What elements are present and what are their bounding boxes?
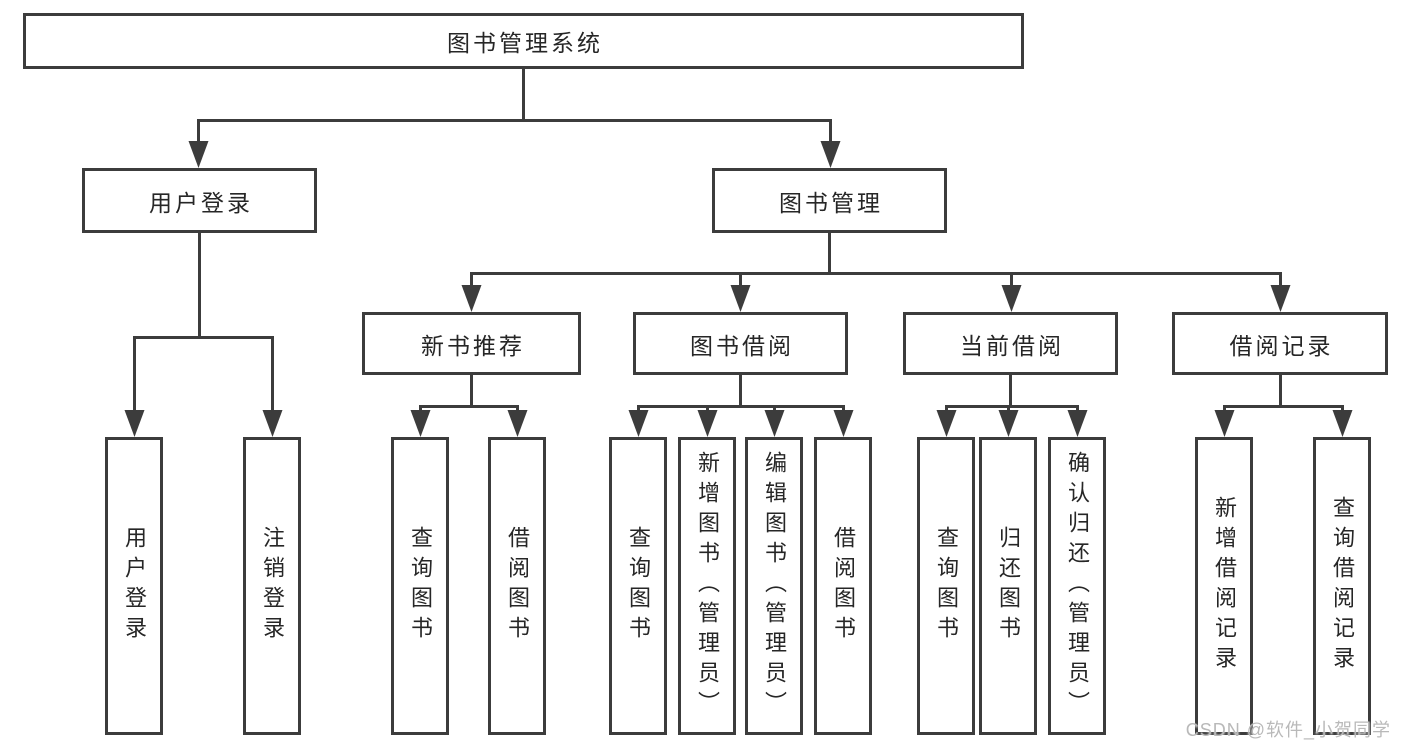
- node-borrowing-records: 借阅记录: [1172, 312, 1388, 375]
- connector-rails: [133, 69, 1344, 412]
- leaf-confirm-return-admin: 确认归还（管理员）: [1048, 437, 1106, 735]
- leaf-add-books-admin: 新增图书（管理员）: [678, 437, 736, 735]
- node-user-login: 用户登录: [82, 168, 317, 233]
- node-current-borrowing: 当前借阅: [903, 312, 1118, 375]
- node-new-book-recommend: 新书推荐: [362, 312, 581, 375]
- leaf-query-books-borrow: 查询图书: [609, 437, 667, 735]
- leaf-query-books-recommend: 查询图书: [391, 437, 449, 735]
- leaf-return-books: 归还图书: [979, 437, 1037, 735]
- leaf-borrow-books-recommend: 借阅图书: [488, 437, 546, 735]
- leaf-edit-books-admin: 编辑图书（管理员）: [745, 437, 803, 735]
- node-library-system: 图书管理系统: [23, 13, 1024, 69]
- watermark: CSDN @软件_小贺同学: [1185, 720, 1391, 740]
- node-book-borrowing: 图书借阅: [633, 312, 848, 375]
- node-book-management: 图书管理: [712, 168, 947, 233]
- leaf-add-borrow-record: 新增借阅记录: [1195, 437, 1253, 735]
- leaf-logout: 注销登录: [243, 437, 301, 735]
- leaf-query-books-current: 查询图书: [917, 437, 975, 735]
- leaf-borrow-books: 借阅图书: [814, 437, 872, 735]
- arrowheads: [124, 141, 1353, 437]
- leaf-query-borrow-record: 查询借阅记录: [1313, 437, 1371, 735]
- leaf-user-login: 用户登录: [105, 437, 163, 735]
